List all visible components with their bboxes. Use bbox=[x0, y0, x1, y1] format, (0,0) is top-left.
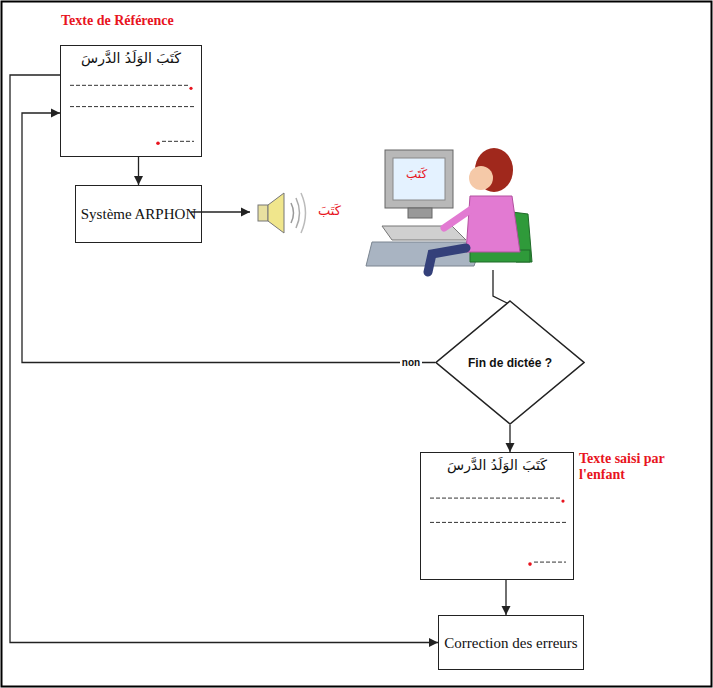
placeholder-line bbox=[430, 498, 560, 499]
input-text-box: Texte saisi par l'enfantكَتَبَ الوَلَدُ … bbox=[420, 452, 574, 580]
decision-label: Fin de dictée ? bbox=[468, 356, 552, 370]
process-box: Système ARPHON bbox=[75, 185, 202, 243]
speaker-icon bbox=[258, 193, 306, 233]
reference-text-box: Texte de Référenceكَتَبَ الوَلَدُ الدَّر… bbox=[60, 45, 202, 157]
punctuation-mark bbox=[189, 87, 192, 90]
box-heading: Texte saisi par l'enfant bbox=[579, 451, 707, 483]
spoken-word: كَتَبَ bbox=[318, 203, 341, 218]
box-heading: Texte de Référence bbox=[61, 13, 174, 29]
edge-label: non bbox=[400, 357, 422, 368]
placeholder-line bbox=[70, 85, 188, 86]
screen-word: كَتَبَ bbox=[406, 167, 427, 181]
placeholder-line bbox=[162, 141, 194, 142]
flow-line bbox=[493, 270, 509, 304]
box-label: Correction des erreurs bbox=[444, 634, 577, 652]
punctuation-mark bbox=[561, 499, 564, 502]
placeholder-line bbox=[534, 562, 566, 563]
process-box: Correction des erreurs bbox=[438, 615, 584, 670]
diamond-shape bbox=[436, 301, 584, 424]
connectors bbox=[10, 75, 510, 643]
flow-arrow bbox=[505, 580, 506, 615]
child-at-computer bbox=[366, 148, 532, 304]
box-label: Système ARPHON bbox=[81, 205, 196, 223]
punctuation-mark bbox=[156, 142, 160, 146]
decision-diamond: Fin de dictée ? bbox=[435, 300, 585, 425]
arabic-sentence: كَتَبَ الوَلَدُ الدَّرسَ bbox=[61, 46, 201, 70]
placeholder-line bbox=[70, 106, 194, 107]
signal-arrow bbox=[191, 211, 250, 212]
punctuation-mark bbox=[528, 562, 532, 566]
flow-arrow bbox=[22, 113, 435, 363]
arabic-sentence: كَتَبَ الوَلَدُ الدَّرسَ bbox=[421, 453, 573, 477]
flow-arrow bbox=[10, 75, 438, 643]
placeholder-line bbox=[430, 522, 566, 523]
flow-arrow bbox=[509, 425, 510, 452]
flow-arrow bbox=[138, 157, 139, 185]
